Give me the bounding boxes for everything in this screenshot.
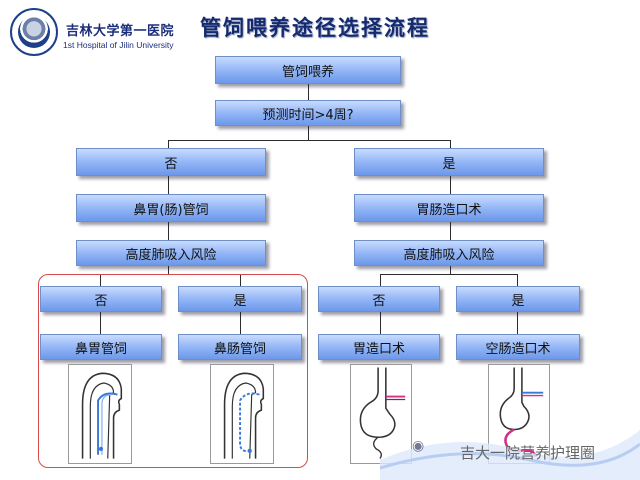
box-left-yes-result: 鼻肠管饲 bbox=[178, 334, 302, 360]
box-right-no: 否 bbox=[318, 286, 440, 312]
box-left-yes: 是 bbox=[178, 286, 302, 312]
connector bbox=[450, 222, 451, 240]
gastrostomy-illustration bbox=[350, 364, 412, 464]
connector bbox=[380, 274, 381, 286]
connector bbox=[380, 274, 518, 275]
box-left-route: 鼻胃(肠)管饲 bbox=[76, 194, 266, 222]
box-root: 管饲喂养 bbox=[215, 56, 401, 84]
org-name-en: 1st Hospital of Jilin University bbox=[63, 40, 174, 50]
hospital-seal-icon bbox=[10, 8, 58, 56]
highlight-frame bbox=[38, 274, 308, 468]
connector bbox=[308, 126, 309, 140]
box-right-risk: 高度肺吸入风险 bbox=[354, 240, 544, 266]
nasogastric-tube-illustration bbox=[68, 364, 132, 464]
box-question: 预测时间>4周? bbox=[215, 100, 401, 126]
connector bbox=[450, 140, 451, 148]
nasointestinal-tube-illustration bbox=[210, 364, 274, 464]
watermark-text: 吉大一院营养护理圈 bbox=[460, 444, 596, 462]
connector bbox=[450, 266, 451, 274]
box-right-yes: 是 bbox=[456, 286, 580, 312]
wechat-icon: ◉ bbox=[412, 438, 425, 454]
connector bbox=[100, 274, 101, 286]
page-title: 管饲喂养途径选择流程 bbox=[200, 15, 430, 40]
connector bbox=[240, 274, 241, 286]
connector bbox=[517, 274, 518, 286]
connector bbox=[100, 312, 101, 334]
box-left-no: 否 bbox=[40, 286, 162, 312]
connector bbox=[168, 176, 169, 194]
box-left-no-result: 鼻胃管饲 bbox=[40, 334, 162, 360]
connector bbox=[240, 312, 241, 334]
box-right-no-result: 胃造口术 bbox=[318, 334, 440, 360]
connector bbox=[168, 140, 450, 141]
connector bbox=[517, 312, 518, 334]
box-left-risk: 高度肺吸入风险 bbox=[76, 240, 266, 266]
connector bbox=[380, 312, 381, 334]
box-left-answer: 否 bbox=[76, 148, 266, 176]
box-right-yes-result: 空肠造口术 bbox=[456, 334, 580, 360]
box-right-route: 胃肠造口术 bbox=[354, 194, 544, 222]
connector bbox=[168, 222, 169, 240]
connector bbox=[168, 266, 169, 274]
decorative-wave bbox=[380, 430, 640, 480]
connector bbox=[308, 84, 309, 100]
connector bbox=[450, 176, 451, 194]
org-name-cn: 吉林大学第一医院 bbox=[66, 24, 175, 39]
box-right-answer: 是 bbox=[354, 148, 544, 176]
connector bbox=[168, 140, 169, 148]
